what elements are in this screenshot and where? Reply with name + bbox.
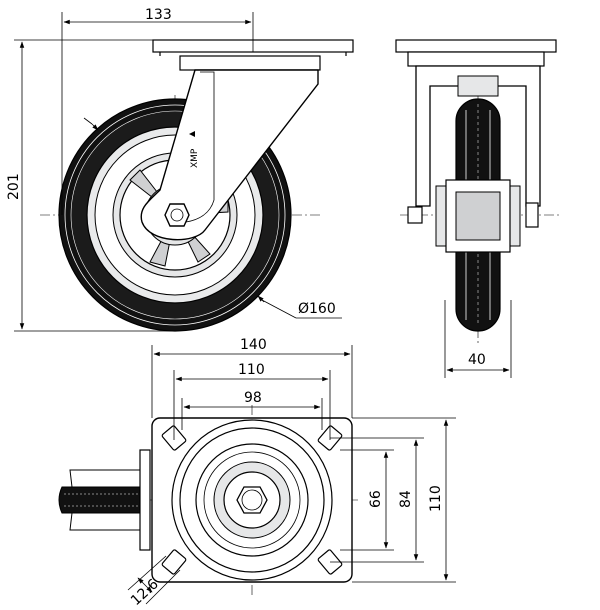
svg-text:98: 98 xyxy=(244,390,262,406)
top-plate-front xyxy=(395,39,557,53)
svg-text:201: 201 xyxy=(6,173,22,200)
dim-hole-spacing-vertical-outer: 84 xyxy=(330,437,424,563)
dim-hole-spacing-long: 110 xyxy=(173,362,331,440)
axle-nut xyxy=(164,203,190,227)
dim-plate-length: 140 xyxy=(151,337,353,418)
dim-wheel-diameter: Ø160 xyxy=(83,117,342,319)
svg-text:140: 140 xyxy=(240,337,267,353)
svg-text:133: 133 xyxy=(145,7,172,23)
dim-plate-width: 110 xyxy=(352,417,456,583)
svg-text:110: 110 xyxy=(428,485,444,512)
svg-text:40: 40 xyxy=(468,352,486,368)
brand-mark: XMP xyxy=(190,148,200,168)
svg-text:66: 66 xyxy=(368,490,384,508)
dim-hole-spacing-vertical-inner: 66 xyxy=(340,449,394,551)
dim-wheel-width: 40 xyxy=(444,300,512,378)
front-view: 40 xyxy=(395,39,560,378)
svg-text:110: 110 xyxy=(238,362,265,378)
fork-arm xyxy=(140,69,319,241)
side-view: XMP 133 201 Ø160 xyxy=(6,7,354,332)
wheel-top xyxy=(58,449,151,551)
dim-hole-spacing-short: 98 xyxy=(181,390,323,430)
svg-text:84: 84 xyxy=(398,490,414,508)
svg-text:Ø160: Ø160 xyxy=(298,301,336,317)
top-view: 140 110 98 110 84 xyxy=(58,337,456,609)
dim-overall-height: 201 xyxy=(6,39,175,332)
dim-offset-width: 133 xyxy=(61,7,254,215)
